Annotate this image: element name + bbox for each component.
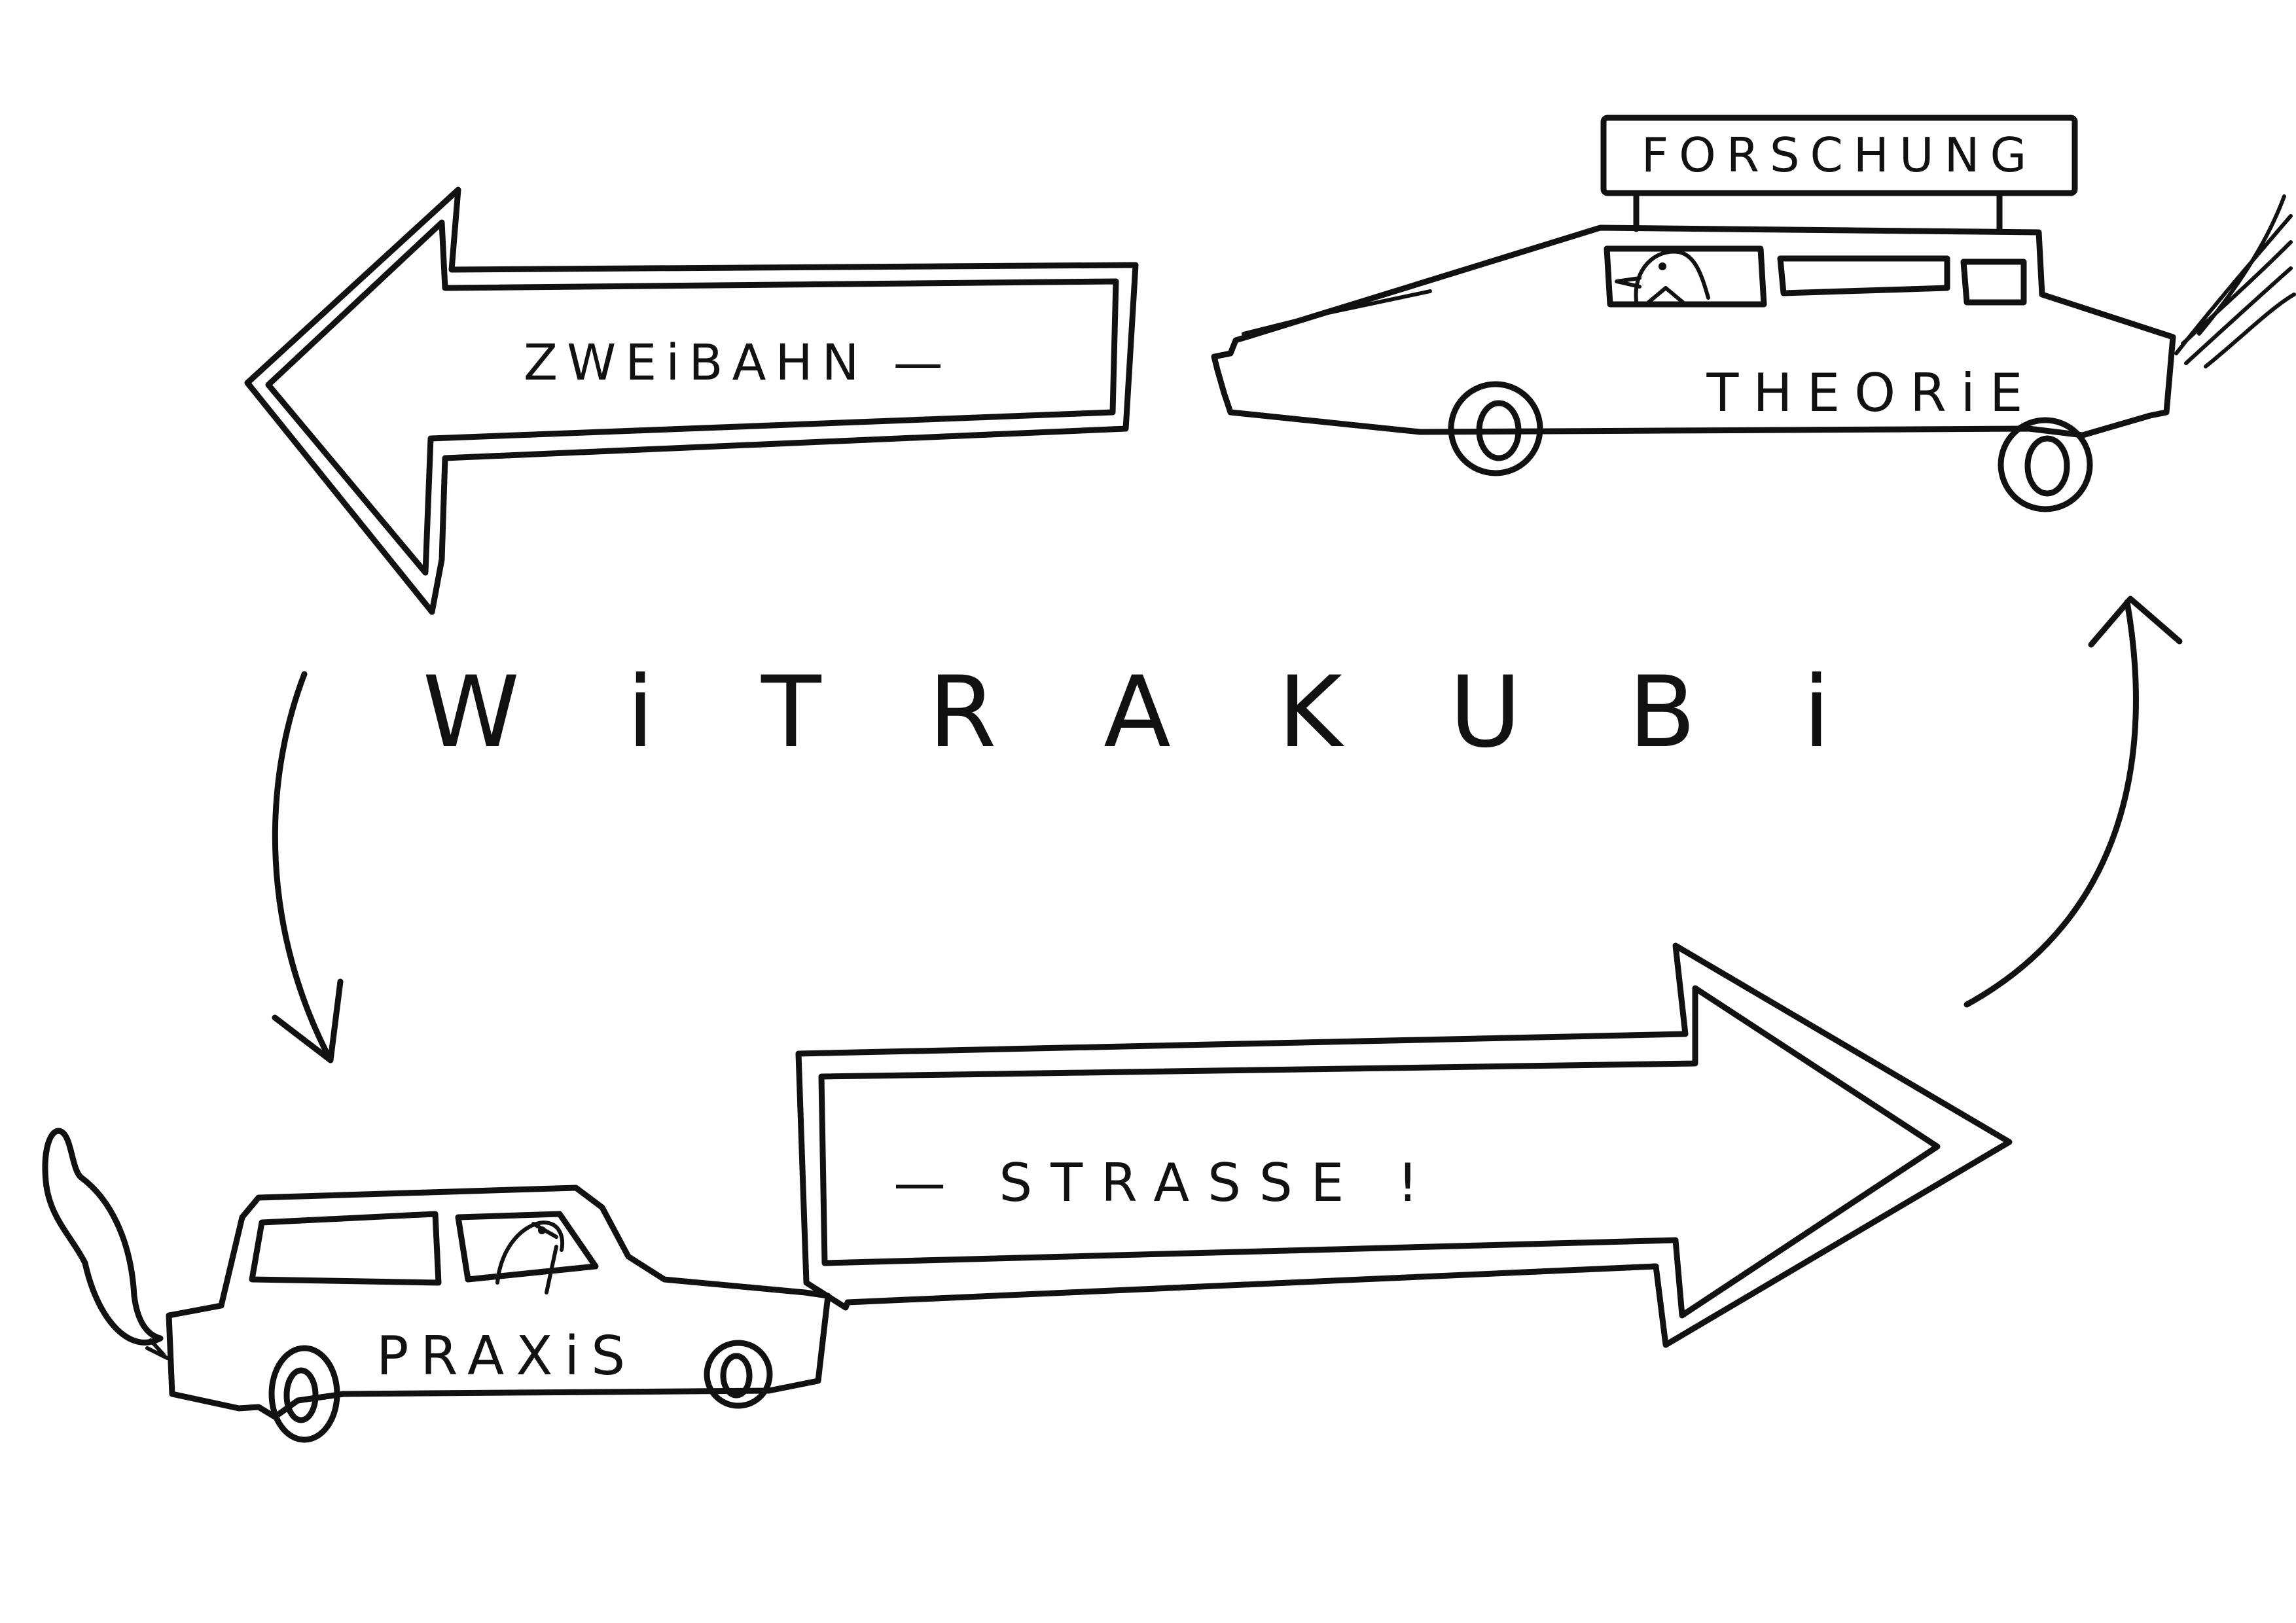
- curved-arrow-down: [272, 671, 334, 1063]
- roof-sign: [1600, 115, 2078, 196]
- bird-driver-icon: [1615, 249, 1710, 306]
- top-car-exhaust-icon: [2174, 194, 2296, 368]
- cycle-arrow-right: [1964, 596, 2183, 1008]
- bottom-car-window-rear: [455, 1211, 599, 1283]
- left-arrow: ZWEiBAHN —: [244, 187, 1139, 615]
- bird-driver-icon: [495, 1221, 564, 1294]
- bottom-car-exhaust-pipe: [145, 1338, 169, 1360]
- top-car: FORSCHUNG THEORiE: [1211, 115, 2296, 512]
- top-car-hood-shade: [1242, 289, 1432, 336]
- page-title: W i T R A K U B i: [423, 656, 1869, 770]
- bottom-car-window-front: [249, 1211, 442, 1286]
- left-arrow-outline-inner: [265, 219, 1119, 576]
- top-car-window-driver: [1604, 245, 1767, 308]
- bottom-car-exhaust-smoke-icon: [42, 1128, 164, 1346]
- bottom-car: PRAXiS: [42, 1128, 831, 1443]
- left-arrow-outline-outer: [244, 187, 1139, 615]
- top-car-rear-wheel: [1998, 417, 2093, 512]
- arrowhead-up-icon: [2088, 596, 2183, 648]
- curved-arrow-up: [1964, 599, 2139, 1008]
- left-arrow-label: ZWEiBAHN —: [524, 333, 952, 391]
- right-arrow-label: — STRASSE !: [893, 1152, 1437, 1213]
- bottom-car-body: [166, 1185, 831, 1420]
- right-arrow-outline-inner: [818, 985, 1941, 1319]
- top-car-window-rear: [1960, 259, 2027, 306]
- bottom-car-front-wheel: [704, 1340, 773, 1409]
- right-arrow: — STRASSE !: [795, 942, 2013, 1348]
- cycle-arrow-left: [272, 671, 344, 1063]
- right-arrow-outline-outer: [795, 942, 2013, 1348]
- top-car-window-middle: [1777, 255, 1950, 296]
- arrowhead-down-icon: [272, 978, 344, 1063]
- top-car-front-wheel: [1448, 381, 1543, 476]
- bottom-car-label: PRAXiS: [376, 1325, 637, 1387]
- bottom-car-rear-wheel: [268, 1345, 340, 1443]
- roof-sign-label: FORSCHUNG: [1641, 128, 2037, 183]
- top-car-label: THEORiE: [1706, 363, 2037, 423]
